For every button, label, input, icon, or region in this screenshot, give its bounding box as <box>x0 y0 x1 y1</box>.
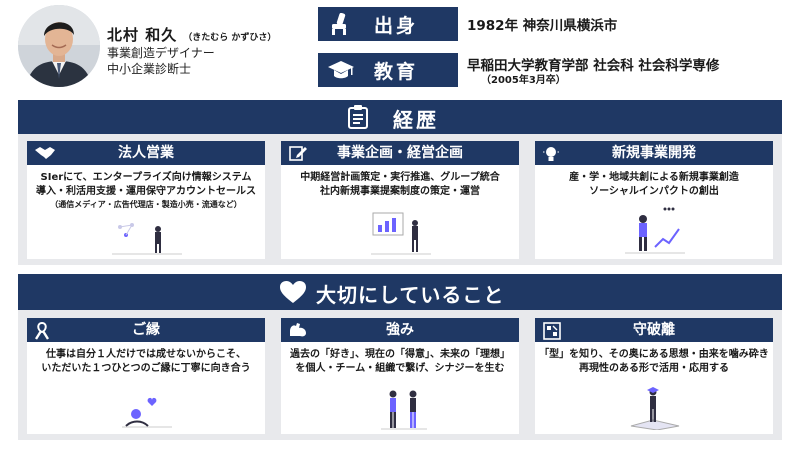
learning-illustration <box>630 387 680 430</box>
profile-role-2: 中小企業診断士 <box>107 62 192 76</box>
card-header: 法人営業 <box>27 141 265 165</box>
ribbon-icon <box>35 322 49 340</box>
card-body: 中期経営計画策定・実行推進、グループ統合 社内新規事業提案制度の策定・運営 <box>281 171 519 199</box>
card-line: 過去の「好き」、現在の「得意」、未来の「理想」 <box>290 349 510 360</box>
profile-kana: （きたむら かずひさ） <box>183 33 277 43</box>
card-line: いただいた１つひとつのご縁に丁寧に向き合う <box>41 363 251 374</box>
muscle-icon <box>290 323 306 337</box>
card-line: ソーシャルインパクトの創出 <box>589 186 719 197</box>
card-header: ご縁 <box>27 318 265 342</box>
education-sub: （2005年3月卒） <box>481 75 566 86</box>
profile-name-line: 北村 和久 （きたむら かずひさ） <box>107 24 276 45</box>
career-card-planning: 事業企画・経営企画 中期経営計画策定・実行推進、グループ統合 社内新規事業提案制… <box>281 141 519 259</box>
career-card-sales: 法人営業 SIerにて、エンタープライズ向け情報システム 導入・利活用支援・運用… <box>27 141 265 259</box>
education-value: 早稲田大学教育学部 社会科 社会科学専修 <box>467 58 720 74</box>
card-line: SIerにて、エンタープライズ向け情報システム <box>40 172 252 183</box>
values-banner: 大切にしていること <box>18 274 782 310</box>
handshake-icon <box>35 147 55 159</box>
card-line: 導入・利活用支援・運用保守アカウントセールス <box>36 186 256 197</box>
card-header: 強み <box>281 318 519 342</box>
card-header: 新規事業開発 <box>535 141 773 165</box>
chair-icon <box>332 13 346 35</box>
lightbulb-icon <box>543 147 559 161</box>
chart-board-illustration <box>371 212 431 255</box>
profile-name: 北村 和久 <box>107 26 178 44</box>
edit-icon <box>289 146 307 161</box>
card-line: 再現性のある形で活用・応用する <box>579 363 729 374</box>
avatar <box>18 5 100 87</box>
graduation-cap-icon <box>328 61 354 79</box>
education-badge: 教育 <box>318 53 458 87</box>
card-note: （通信メディア・広告代理店・製造小売・流通など） <box>50 200 242 209</box>
card-line: を個人・チーム・組織で繋げ、シナジーを生む <box>295 363 505 374</box>
card-line: 社内新規事業提案制度の策定・運営 <box>320 186 480 197</box>
card-title: 新規事業開発 <box>612 145 696 161</box>
document-icon <box>348 105 368 129</box>
card-line: 仕事は自分１人だけでは成せないからこそ、 <box>46 349 246 360</box>
heart-icon <box>280 281 306 303</box>
card-body: 産・学・地域共創による新規事業創造 ソーシャルインパクトの創出 <box>535 171 773 199</box>
card-title: 事業企画・経営企画 <box>337 145 463 161</box>
presentation-illustration <box>112 223 182 255</box>
career-title: 経歴 <box>393 108 439 132</box>
card-line: 中期経営計画策定・実行推進、グループ統合 <box>300 172 500 183</box>
card-line: 産・学・地域共創による新規事業創造 <box>569 172 739 183</box>
card-header: 守破離 <box>535 318 773 342</box>
values-title: 大切にしていること <box>316 283 505 307</box>
values-card-en: ご縁 仕事は自分１人だけでは成せないからこそ、 いただいた１つひとつのご縁に丁寧… <box>27 318 265 434</box>
origin-value: 1982年 神奈川県横浜市 <box>467 18 618 34</box>
career-card-newbiz: 新規事業開発 産・学・地域共創による新規事業創造 ソーシャルインパクトの創出 <box>535 141 773 259</box>
growth-illustration <box>625 207 685 254</box>
card-body: 過去の「好き」、現在の「得意」、未来の「理想」 を個人・チーム・組織で繋げ、シナ… <box>281 348 519 376</box>
origin-badge: 出身 <box>318 7 458 41</box>
teamwork-illustration <box>381 390 427 430</box>
card-header: 事業企画・経営企画 <box>281 141 519 165</box>
values-card-strength: 強み 過去の「好き」、現在の「得意」、未来の「理想」 を個人・チーム・組織で繋げ… <box>281 318 519 434</box>
card-title: 法人営業 <box>118 145 174 161</box>
connection-illustration <box>122 397 172 428</box>
profile-role-1: 事業創造デザイナー <box>107 46 215 60</box>
card-body: SIerにて、エンタープライズ向け情報システム 導入・利活用支援・運用保守アカウ… <box>27 171 265 211</box>
card-title: ご縁 <box>132 322 160 338</box>
card-title: 強み <box>386 322 414 338</box>
card-line: 「型」を知り、その奥にある思想・由来を噛み砕き <box>539 349 769 360</box>
card-title: 守破離 <box>633 322 675 338</box>
pattern-icon <box>543 322 561 340</box>
career-banner: 経歴 <box>18 100 782 134</box>
education-label: 教育 <box>374 61 419 83</box>
card-body: 「型」を知り、その奥にある思想・由来を噛み砕き 再現性のある形で活用・応用する <box>535 348 773 376</box>
origin-label: 出身 <box>374 15 419 37</box>
values-card-shuhari: 守破離 「型」を知り、その奥にある思想・由来を噛み砕き 再現性のある形で活用・応… <box>535 318 773 434</box>
card-body: 仕事は自分１人だけでは成せないからこそ、 いただいた１つひとつのご縁に丁寧に向き… <box>27 348 265 376</box>
